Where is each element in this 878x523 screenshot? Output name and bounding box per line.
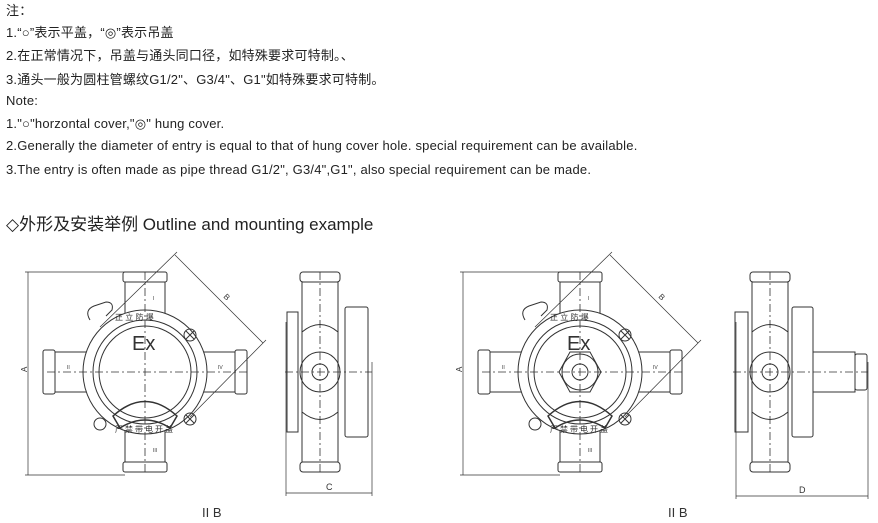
entry-label-left: II <box>502 365 505 371</box>
entry-label-left: II <box>67 365 70 371</box>
entry-label-bottom: III <box>588 448 592 454</box>
dimension-b <box>534 251 702 418</box>
warning-plate <box>112 400 178 430</box>
note-cn-1: 1.“○”表示平盖，“◎”表示吊盖 <box>6 25 174 40</box>
ground-terminal-icon <box>93 417 107 431</box>
front-view <box>460 251 702 476</box>
note-en-2: 2.Generally the diameter of entry is equ… <box>6 138 638 153</box>
top-plate-label: 正 立 防 爆 <box>550 312 589 322</box>
screw-icon <box>183 328 197 342</box>
ground-terminal-icon <box>528 417 542 431</box>
entry-label-right: IV <box>653 365 658 371</box>
note-en-1: 1."○"horzontal cover,"◎" hung cover. <box>6 116 225 131</box>
dimension-b-label: B <box>657 292 667 302</box>
dimension-a <box>25 271 125 476</box>
ex-mark: Ex <box>132 333 155 355</box>
screw-icon <box>618 412 632 426</box>
note-cn-2: 2.在正常情况下，吊盖与通头同口径，如特殊要求可特制。、 <box>6 48 354 63</box>
side-view <box>733 271 869 499</box>
entry-label-top: I <box>588 296 589 302</box>
notes-en-title: Note: <box>6 93 39 108</box>
section-heading: ◇外形及安装举例 Outline and mounting example <box>6 215 374 234</box>
warning-plate <box>547 400 613 430</box>
entry-label-top: I <box>153 296 154 302</box>
dimension-a <box>460 271 560 476</box>
dimension-a-label: A <box>455 366 464 372</box>
drawing-caption: II B <box>202 505 222 520</box>
hanging-lug <box>87 301 113 321</box>
note-cn-3: 3.通头一般为圆柱管螺纹G1/2"、G3/4"、G1"如特殊要求可特制。 <box>6 72 385 87</box>
screw-icon <box>183 412 197 426</box>
dimension-b <box>99 251 267 418</box>
dimension-side-label: D <box>799 485 806 495</box>
bottom-plate-label: 严禁带电开盖 <box>550 424 610 434</box>
front-view <box>25 251 267 476</box>
side-view <box>285 271 373 496</box>
dimension-b-label: B <box>222 292 232 302</box>
hanging-lug <box>522 301 548 321</box>
dimension-a-label: A <box>20 366 29 372</box>
screw-icon <box>618 328 632 342</box>
top-plate-label: 正 立 防 爆 <box>115 312 154 322</box>
note-en-3: 3.The entry is often made as pipe thread… <box>6 162 592 177</box>
dimension-side <box>285 322 373 496</box>
ex-mark: Ex <box>567 333 590 355</box>
notes-cn-title: 注： <box>6 3 33 18</box>
dimension-side-label: C <box>326 482 333 492</box>
entry-label-right: IV <box>218 365 223 371</box>
drawing-caption: II B <box>668 505 688 520</box>
bottom-plate-label: 严禁带电开盖 <box>115 424 175 434</box>
entry-label-bottom: III <box>153 448 157 454</box>
dimension-side <box>735 322 869 499</box>
